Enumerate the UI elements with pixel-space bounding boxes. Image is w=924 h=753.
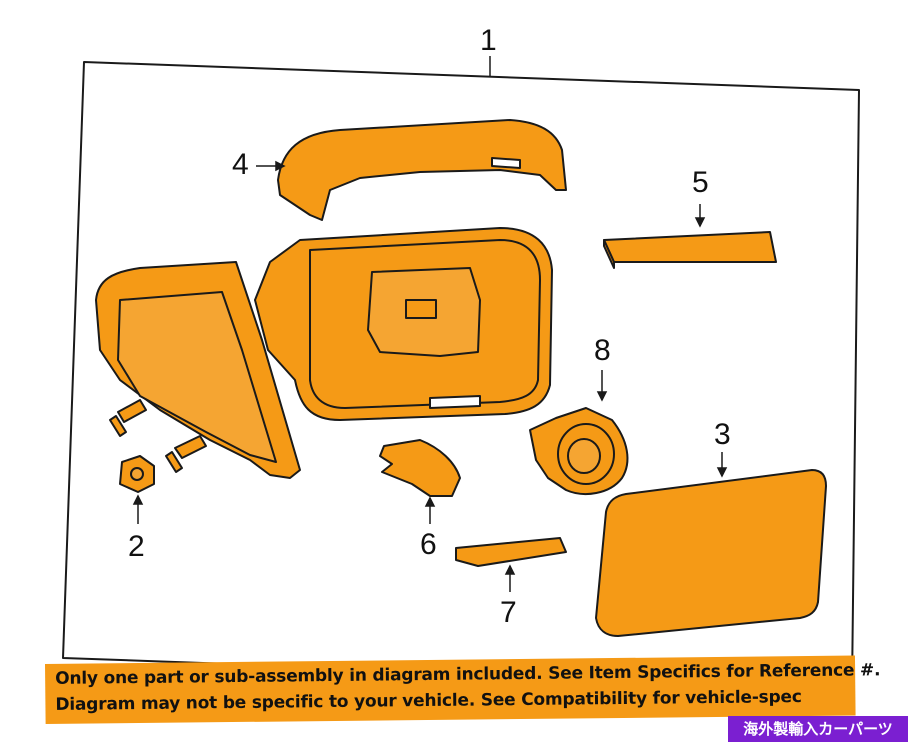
import-parts-badge: 海外製輸入カーパーツ	[728, 716, 908, 742]
callout-1: 1	[480, 24, 497, 57]
part-4-mirror-cap	[277, 119, 567, 221]
disclaimer-line-2: Diagram may not be specific to your vehi…	[55, 687, 802, 715]
callout-8: 8	[594, 334, 611, 367]
part-6-clip	[379, 439, 461, 497]
callout-2: 2	[128, 530, 145, 563]
callout-4: 4	[232, 148, 249, 181]
disclaimer-line-1: Only one part or sub-assembly in diagram…	[55, 660, 881, 689]
callout-5: 5	[692, 166, 709, 199]
callout-3: 3	[714, 418, 731, 451]
disclaimer-banner: Only one part or sub-assembly in diagram…	[45, 655, 880, 724]
part-3-mirror-glass	[595, 469, 827, 637]
callout-7: 7	[500, 596, 517, 629]
callout-6: 6	[420, 528, 437, 561]
part-7-trim-piece	[455, 537, 567, 567]
